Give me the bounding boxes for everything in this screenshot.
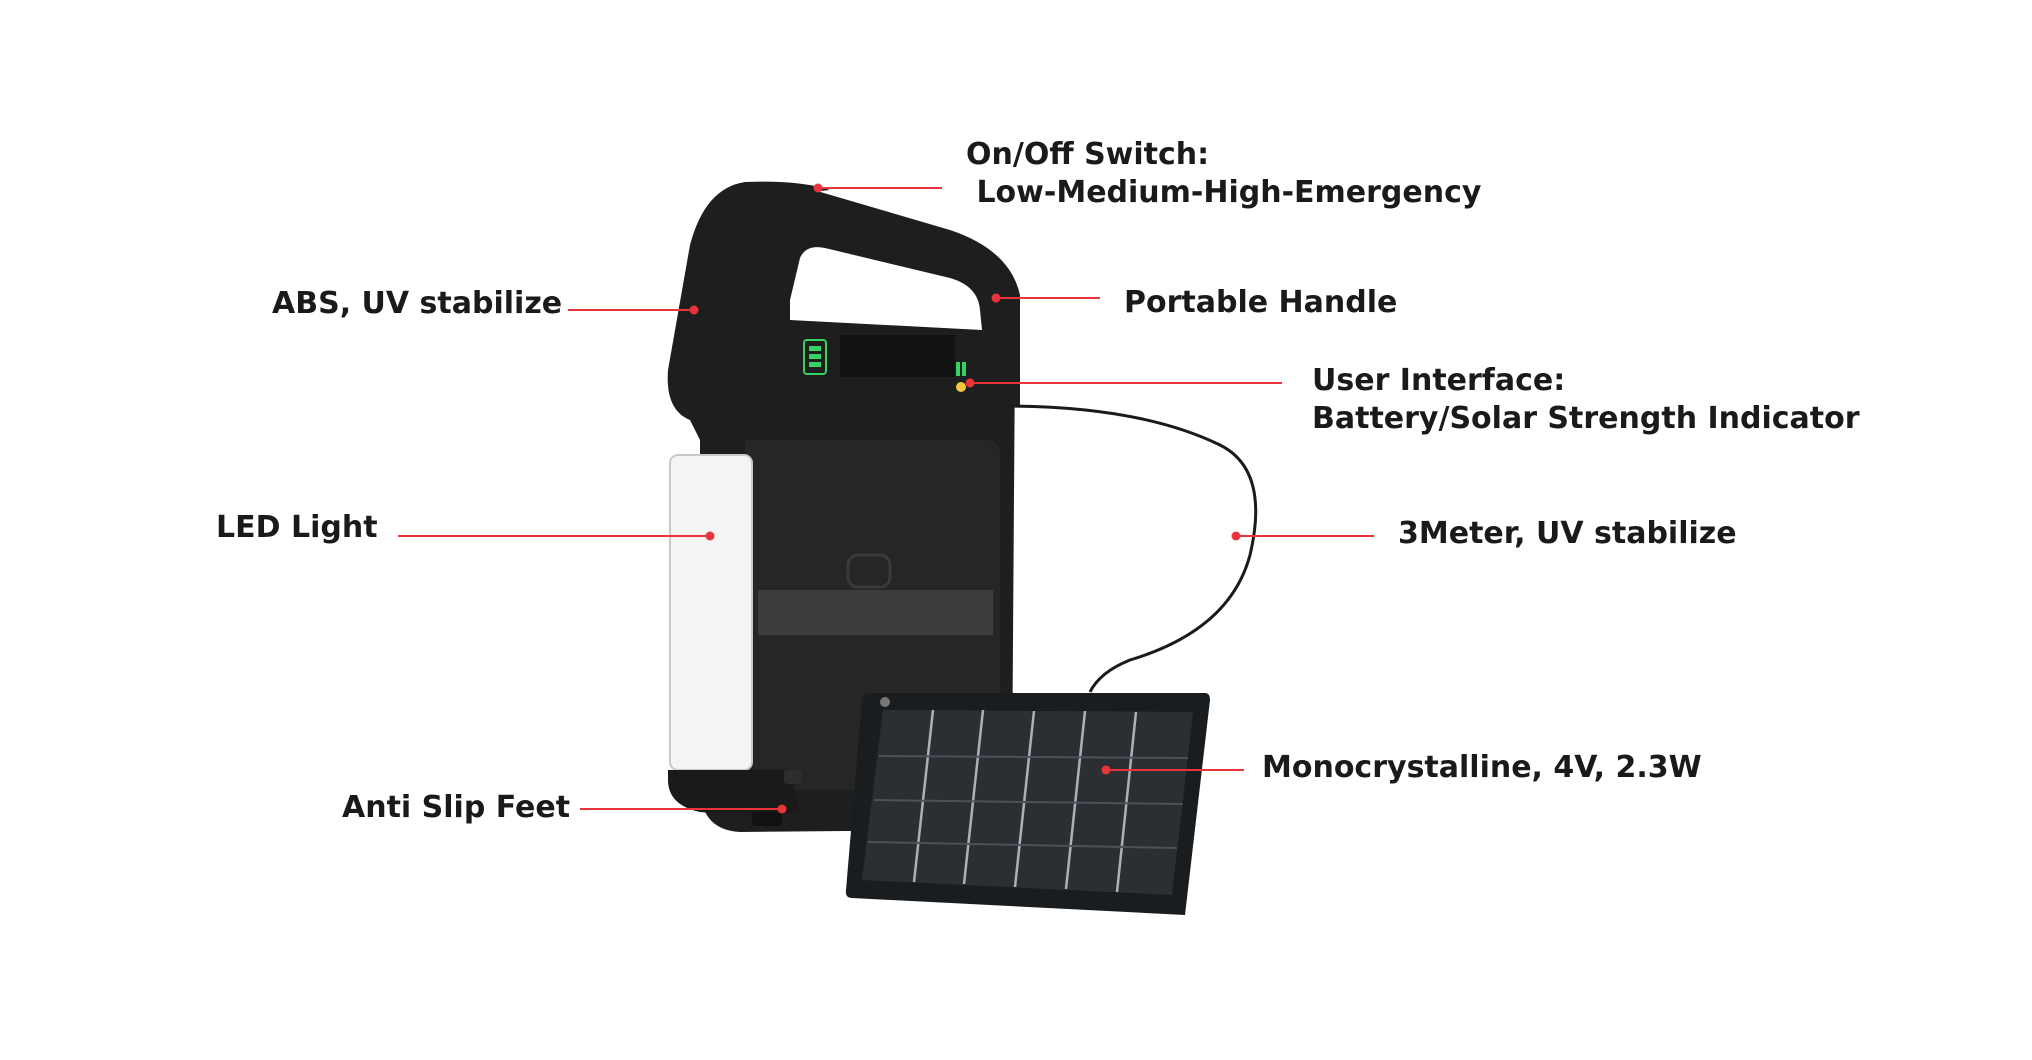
on-off-switch-modes: Low-Medium-High-Emergency [966,175,1482,210]
dot-solar-panel [1101,765,1111,775]
foot-stud [784,770,802,784]
handle-opening [790,247,982,330]
front-slot [846,553,892,589]
dot-user-interface [965,378,975,388]
anti-slip-foot [752,812,782,826]
solar-panel [845,693,1210,915]
battery-bar-1 [809,346,821,351]
cell-grid-lines [912,709,1138,893]
user-interface-detail: Battery/Solar Strength Indicator [1312,401,1860,436]
label-user-interface: User Interface: Battery/Solar Strength I… [1312,362,1860,438]
label-portable-handle: Portable Handle [1124,285,1398,320]
battery-bar-2 [809,354,821,359]
solar-bar-2 [962,362,966,376]
callout-lines [398,183,1374,814]
label-anti-slip: Anti Slip Feet [342,790,571,825]
label-solar-panel: Monocrystalline, 4V, 2.3W [1262,750,1702,785]
dot-cable [1231,531,1241,541]
label-on-off-switch: On/Off Switch: Low-Medium-High-Emergency [966,136,1481,212]
label-cable: 3Meter, UV stabilize [1398,516,1737,551]
dot-anti-slip [777,804,787,814]
solar-bar-1 [956,362,960,376]
solar-cable [1004,404,1258,693]
cell-row-lines [867,755,1189,849]
battery-bar-3 [809,362,821,367]
solar-sun-icon [956,382,966,392]
display-window [840,335,955,377]
label-led-light: LED Light [216,510,378,545]
panel-mount-hole [880,697,890,707]
dot-on-off-switch [813,183,823,193]
dot-abs [689,305,699,315]
dot-portable-handle [991,293,1001,303]
on-off-switch-title: On/Off Switch: [966,137,1210,172]
label-abs: ABS, UV stabilize [272,286,563,321]
battery-indicator [803,339,827,375]
front-strap [758,590,993,635]
user-interface-title: User Interface: [1312,363,1566,398]
led-light-panel [669,454,753,771]
dot-led-light [705,531,715,541]
portable-handle [720,185,1020,405]
device-base [668,770,800,815]
